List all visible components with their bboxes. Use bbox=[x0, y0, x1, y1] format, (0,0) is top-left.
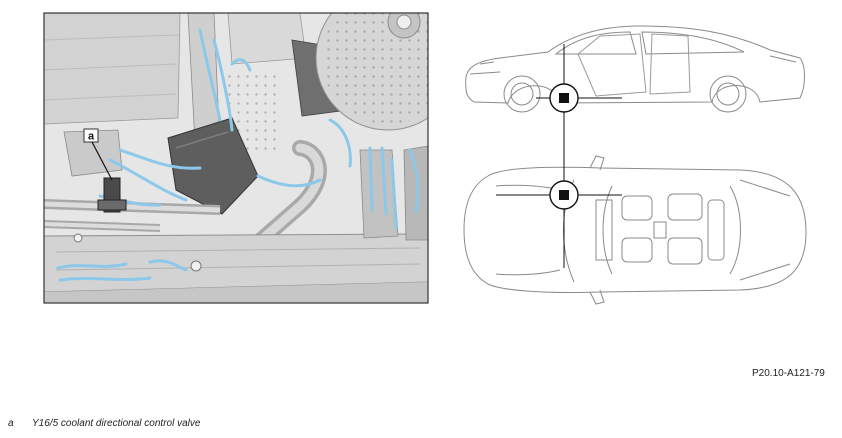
figure-reference: P20.10-A121-79 bbox=[752, 368, 825, 379]
crosshair-icon bbox=[496, 180, 622, 210]
legend: a Y16/5 coolant directional control valve bbox=[8, 418, 200, 429]
coolant-lines bbox=[56, 28, 420, 282]
component-illustration bbox=[43, 12, 429, 304]
car-side-view bbox=[465, 25, 805, 113]
callout-label: a bbox=[88, 131, 95, 143]
illustration-frame bbox=[43, 12, 429, 304]
callout-a: a bbox=[83, 128, 113, 181]
location-marker-icon bbox=[536, 83, 622, 113]
legend-key: a bbox=[8, 418, 14, 429]
car-top-view bbox=[463, 155, 807, 305]
legend-text: Y16/5 coolant directional control valve bbox=[32, 418, 201, 429]
